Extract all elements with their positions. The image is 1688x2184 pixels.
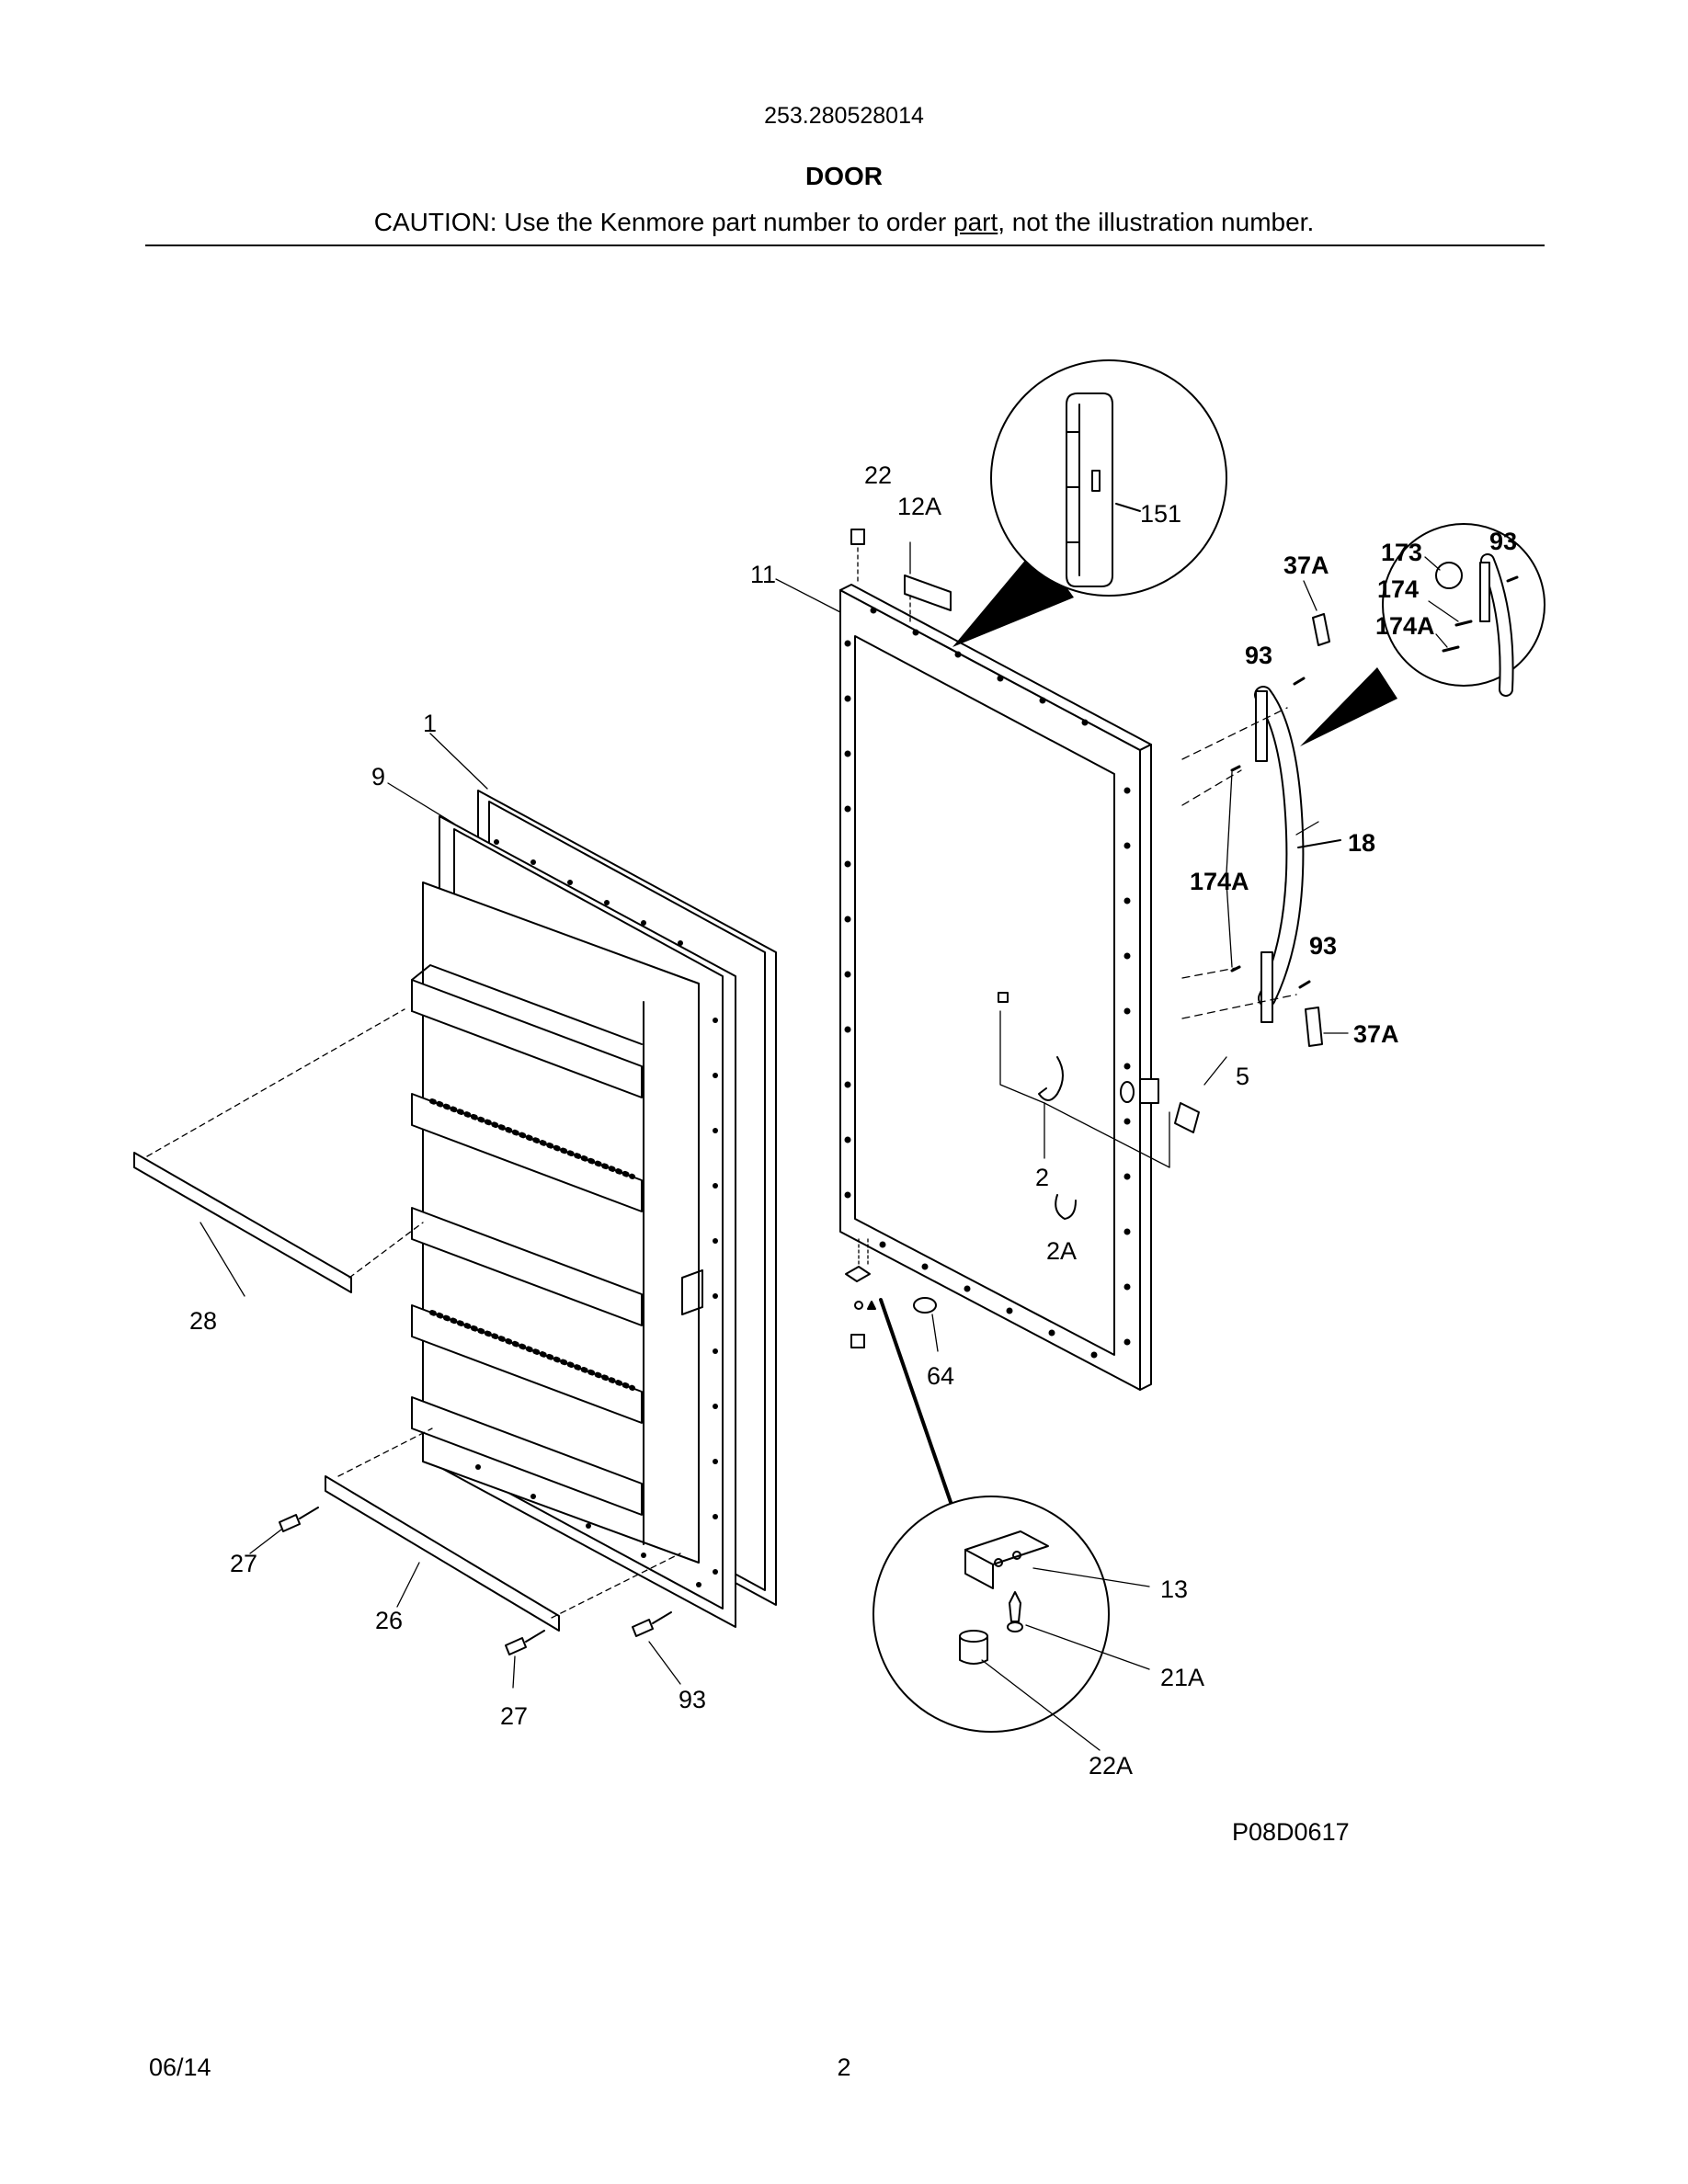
callout-26: 26 — [375, 1607, 403, 1634]
caution-part-link[interactable]: part — [953, 208, 998, 236]
callout-93-top: 93 — [1489, 528, 1517, 555]
callout-93-bottom: 93 — [679, 1686, 706, 1713]
plug-22 — [850, 529, 865, 586]
door-shelves — [411, 964, 643, 1516]
callout-22: 22 — [864, 461, 892, 489]
lock-5 — [1120, 1056, 1227, 1133]
callout-37A-top: 37A — [1283, 552, 1329, 579]
footer-date: 06/14 — [149, 2053, 211, 2081]
callout-1: 1 — [423, 710, 437, 737]
callout-27-bottom: 27 — [500, 1702, 528, 1730]
label-12A — [904, 541, 952, 622]
shelf-trim-26 — [325, 1475, 560, 1632]
detail-circle-173 — [1300, 523, 1545, 746]
callout-174A-top: 174A — [1375, 612, 1435, 640]
door-handle-18 — [1254, 686, 1341, 1023]
callout-27-left: 27 — [230, 1550, 257, 1577]
callout-93-low: 93 — [1309, 932, 1337, 960]
callout-174A-mid: 174A — [1190, 868, 1249, 895]
callout-22A: 22A — [1089, 1752, 1133, 1780]
hinge-parts-small — [845, 1238, 876, 1348]
screw-27-bottom — [505, 1630, 545, 1655]
callout-28: 28 — [189, 1307, 217, 1335]
screw-27-left — [279, 1507, 319, 1532]
callout-2A: 2A — [1046, 1237, 1077, 1265]
trim-guide-lines — [146, 1008, 681, 1619]
shelf-trim-28 — [133, 1152, 352, 1293]
screw-93-bottom — [632, 1611, 672, 1637]
detail-circle-151 — [952, 359, 1227, 647]
section-title: DOOR — [805, 162, 883, 190]
figure-code: P08D0617 — [1232, 1818, 1350, 1846]
caution-prefix: CAUTION: Use the Kenmore part number to … — [373, 208, 953, 236]
page-number: 2 — [837, 2053, 851, 2081]
callout-12A: 12A — [897, 493, 941, 520]
callout-173: 173 — [1381, 539, 1422, 566]
callout-9: 9 — [371, 763, 385, 791]
caution-suffix: , not the illustration number. — [998, 208, 1315, 236]
strike-2 — [998, 992, 1170, 1168]
callout-37A-low: 37A — [1353, 1020, 1399, 1048]
panel-screw-holes — [844, 607, 1131, 1359]
callout-64: 64 — [927, 1362, 954, 1390]
callout-2: 2 — [1035, 1164, 1049, 1191]
liner-screw-holes — [475, 839, 718, 1587]
detail-circle-13 — [873, 1298, 1150, 1751]
callout-5: 5 — [1236, 1063, 1249, 1090]
callout-174: 174 — [1377, 575, 1419, 603]
end-cap-37A-top — [1303, 580, 1330, 646]
caution-text: CAUTION: Use the Kenmore part number to … — [0, 208, 1688, 237]
leader-lines — [200, 578, 1319, 1689]
callout-11: 11 — [750, 561, 776, 588]
end-cap-37A-low — [1305, 1007, 1349, 1047]
callout-21A: 21A — [1160, 1664, 1204, 1691]
callout-13: 13 — [1160, 1575, 1188, 1603]
callout-18: 18 — [1348, 829, 1375, 857]
handle-screws — [1226, 677, 1311, 989]
clip-2A — [1055, 1194, 1077, 1220]
model-number: 253.280528014 — [764, 103, 924, 129]
callout-151: 151 — [1140, 500, 1181, 528]
callout-93-mid: 93 — [1245, 642, 1272, 669]
outer-door-panel — [839, 584, 1152, 1391]
header-divider — [145, 245, 1545, 246]
bushing-64 — [913, 1297, 939, 1352]
